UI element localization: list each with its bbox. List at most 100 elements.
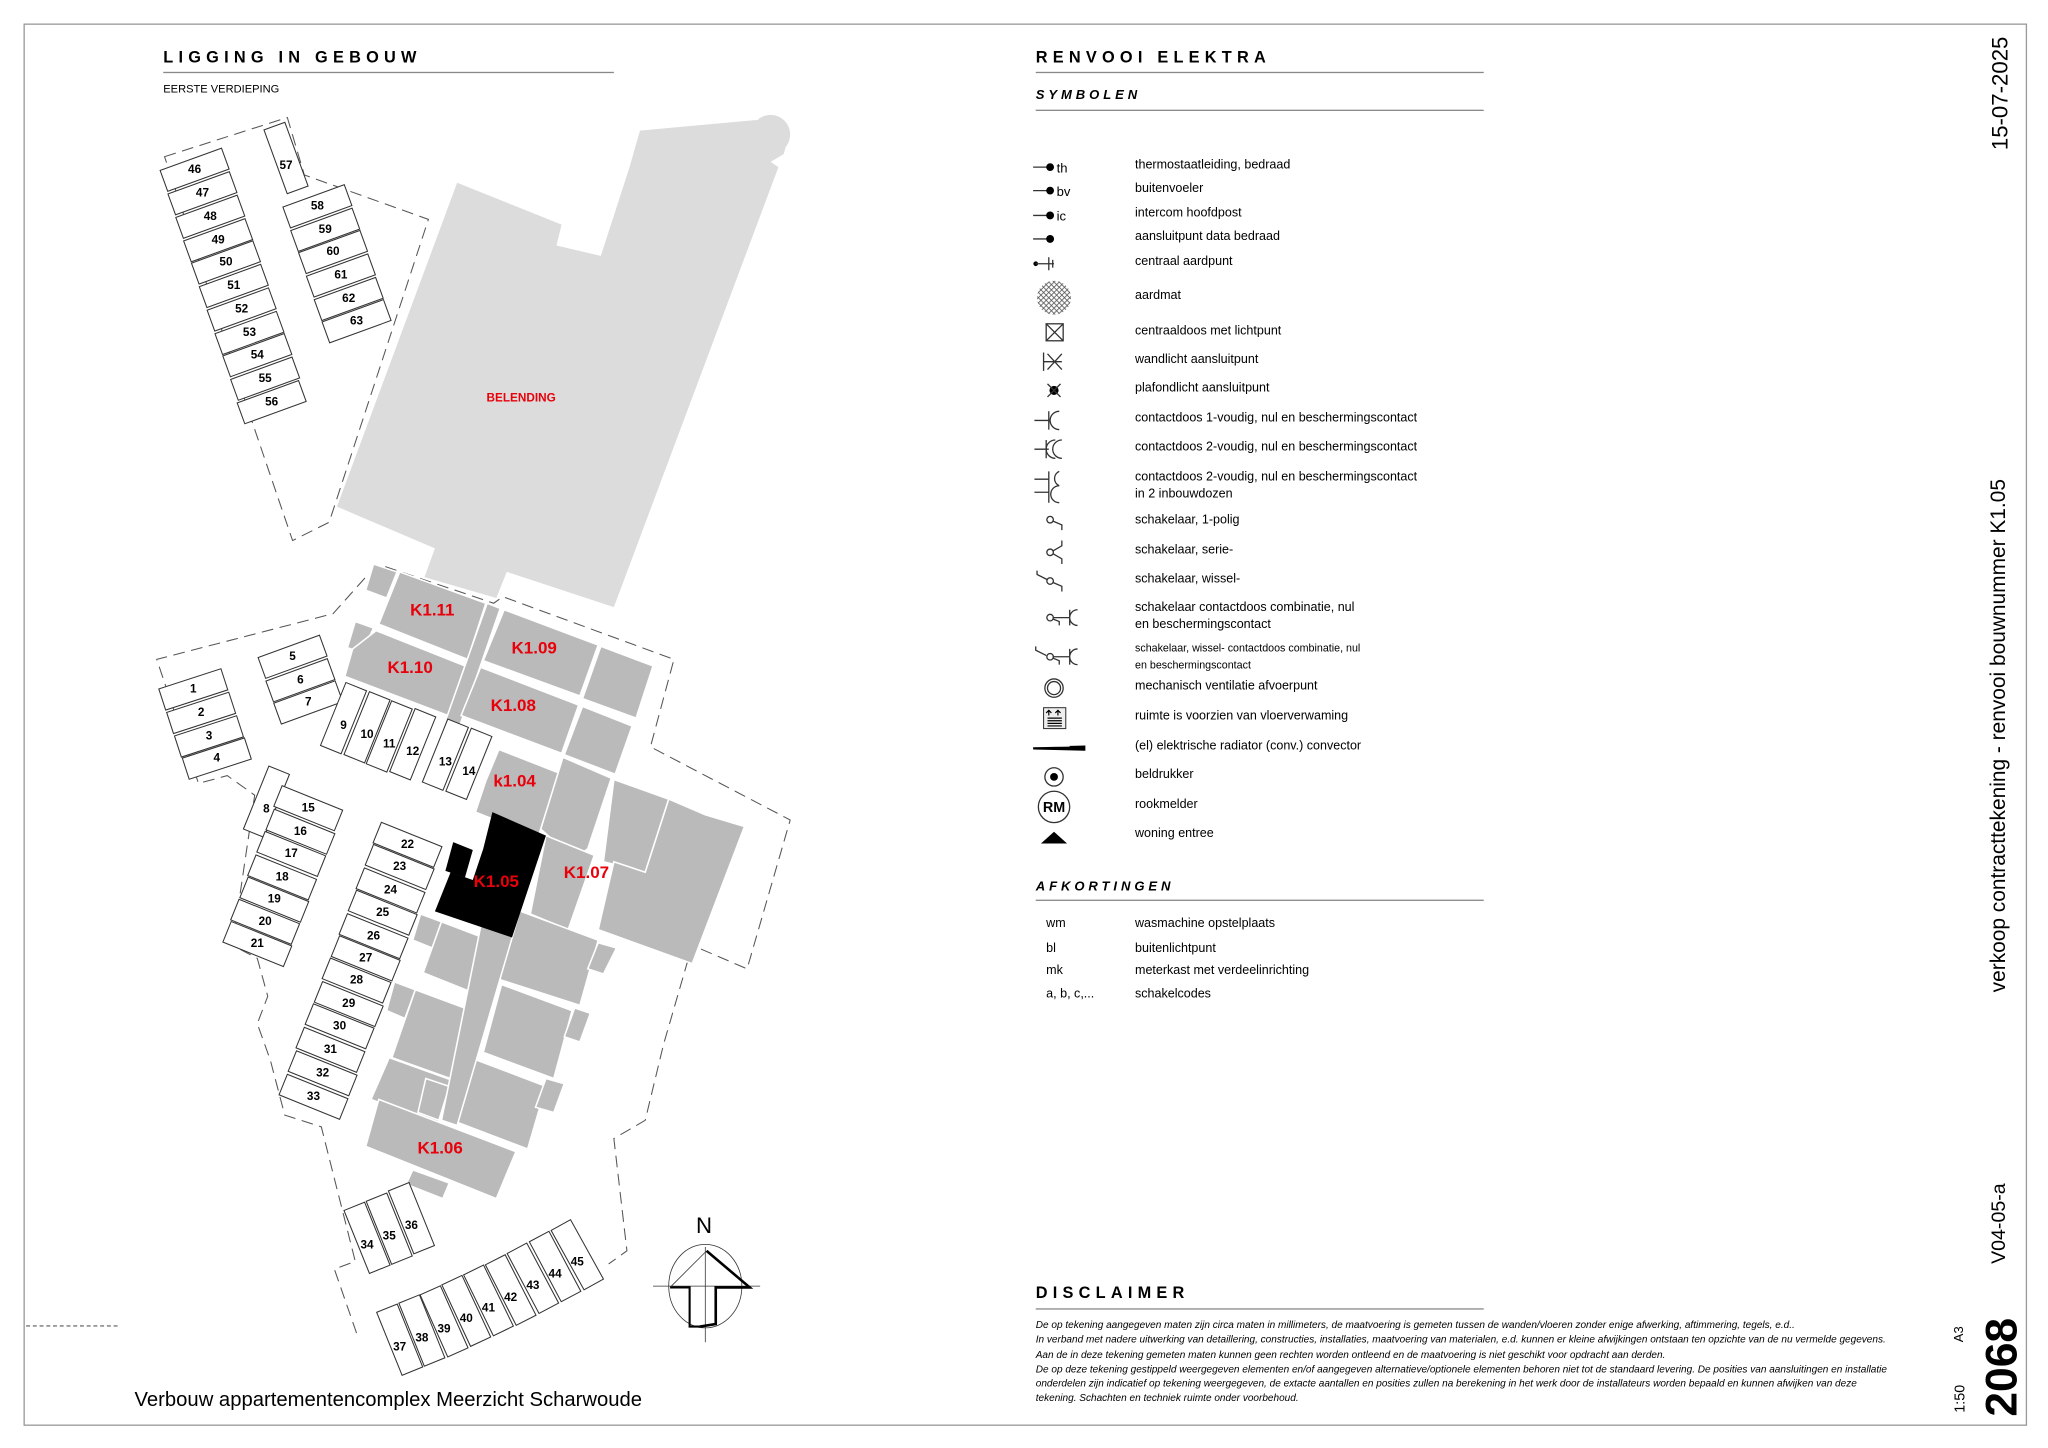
symbol-label: contactdoos 2-voudig, nul en bescherming… (1135, 440, 1417, 456)
abbreviation: a, b, c,... (1046, 987, 1095, 1002)
parking-spot (313, 276, 384, 322)
symbol-label: ruimte is voorzien van vloerverwaming (1135, 709, 1348, 725)
entrance-triangle-icon (1031, 817, 1088, 860)
parking-spot (398, 1294, 446, 1367)
parking-spot (263, 121, 309, 195)
highlighted-unit-k1-05[interactable] (434, 812, 546, 938)
parking-spot (441, 1274, 492, 1348)
parking-spot-number: 26 (367, 929, 381, 942)
parking-spot-number: 33 (307, 1090, 321, 1103)
parking-spot (158, 668, 229, 711)
symbol-label: buitenvoeler (1135, 181, 1203, 197)
parking-spot (290, 207, 361, 253)
parking-spot-number: 42 (504, 1291, 518, 1304)
parking-spot (175, 194, 246, 240)
parking-spot (173, 715, 245, 758)
building-unit-block (534, 1077, 566, 1114)
parking-spot-number: 13 (439, 756, 453, 769)
disclaimer-line: De op tekening aangegeven maten zijn cir… (1035, 1318, 1795, 1331)
parking-spot (330, 935, 401, 982)
parking-spot (247, 854, 318, 901)
symbol-label-text: schakelaar, 1-polig (1135, 513, 1240, 528)
svg-text:RM: RM (1043, 800, 1065, 816)
socket-single-icon (1031, 402, 1088, 445)
svg-text:ic: ic (1057, 209, 1067, 224)
parking-spot-number: 31 (324, 1043, 338, 1056)
parking-spot-number: 24 (384, 884, 398, 897)
parking-spot-number: 21 (251, 937, 265, 950)
floor-heating-icon (1031, 700, 1088, 743)
parking-spot-number: 15 (302, 801, 316, 814)
junction-box-light-icon (1031, 315, 1088, 358)
unit-label-k1-10: K1.10 (387, 658, 432, 677)
switch-series-icon (1031, 534, 1088, 577)
disclaimer-title: DISCLAIMER (1035, 1283, 1190, 1302)
symbol-label-text: schakelaar, wissel- contactdoos combinat… (1135, 642, 1361, 655)
symbol-label: schakelaar, wissel- (1135, 572, 1240, 588)
parking-spot-number: 19 (268, 893, 282, 906)
symbol-label: aardmat (1135, 289, 1181, 305)
symbol-label: contactdoos 1-voudig, nul en bescherming… (1135, 411, 1417, 427)
parking-spot (167, 170, 238, 216)
building-unit-block (364, 563, 399, 600)
symbol-label: mechanisch ventilatie afvoerpunt (1135, 679, 1318, 695)
symbol-label-text: thermostaatleiding, bedraad (1135, 157, 1291, 173)
svg-text:th: th (1057, 160, 1068, 175)
parking-spot-number: 28 (350, 974, 364, 987)
symbol-label-text: en beschermingscontact (1135, 616, 1271, 632)
parking-spot (506, 1242, 560, 1315)
smoke-detector-icon: RM (1031, 789, 1088, 832)
building-unit-block (364, 1098, 517, 1200)
parking-spot-number: 63 (350, 314, 364, 327)
abbreviation-meaning: buitenlichtpunt (1135, 941, 1216, 956)
wall-light-icon (1031, 343, 1088, 386)
parking-spot-number: 2 (198, 706, 205, 719)
divider (1035, 899, 1484, 901)
parking-spot (372, 821, 443, 868)
socket-double-icon (1031, 431, 1088, 474)
doorbell-button-icon (1031, 759, 1088, 802)
symbol-label-text: contactdoos 2-voudig, nul en bescherming… (1135, 440, 1418, 455)
unit-label-k1-11: K1.11 (410, 601, 454, 620)
parking-spot (214, 310, 285, 356)
symbol-label-text: (el) elektrische radiator (conv.) convec… (1135, 739, 1362, 754)
parking-spot (528, 1230, 582, 1303)
symbol-label-text: schakelaar contactdoos combinatie, nul (1135, 600, 1355, 615)
parking-spot-number: 32 (316, 1066, 330, 1079)
parking-spot-number: 61 (334, 269, 348, 282)
parking-spot (273, 785, 344, 832)
unit-label-k1-08: K1.08 (491, 696, 536, 715)
neighbour-label: BELENDING (487, 391, 556, 404)
electric-radiator-icon (1031, 730, 1088, 773)
symbols-heading: SYMBOLEN (1035, 88, 1142, 104)
earth-mat-icon (1031, 279, 1088, 322)
parking-spot (304, 1003, 375, 1050)
parking-spot (236, 379, 307, 425)
divider (1035, 71, 1484, 74)
dot-line-ic-icon: ic (1031, 197, 1088, 240)
parking-spot-number: 48 (204, 210, 218, 223)
parking-spot (484, 1254, 537, 1327)
parking-spot-number: 3 (206, 730, 213, 743)
parking-spot-number: 46 (188, 163, 202, 176)
parking-spot (343, 690, 391, 764)
dot-line-icon (1031, 221, 1088, 264)
abbreviations-heading: AFKORTINGEN (1035, 880, 1175, 895)
symbol-label-text: contactdoos 1-voudig, nul en bescherming… (1135, 411, 1418, 426)
symbol-label: centraal aardpunt (1135, 255, 1233, 271)
symbol-label-text: intercom hoofdpost (1135, 206, 1242, 221)
parking-spot-number: 58 (311, 199, 325, 212)
parking-spot (364, 843, 435, 891)
parking-spot-number: 1 (190, 683, 197, 696)
symbol-label: (el) elektrische radiator (conv.) convec… (1135, 739, 1361, 755)
location-title: LIGGING IN GEBOUW (163, 48, 422, 67)
parking-spot (375, 1303, 424, 1376)
switch-socket-combo-icon (1031, 599, 1088, 642)
parking-spot (550, 1218, 605, 1291)
parking-spot-number: 7 (305, 696, 312, 709)
parking-spot-number: 25 (376, 906, 390, 919)
parking-spot (278, 1073, 349, 1120)
symbol-label: schakelaar, wissel- contactdoos combinat… (1135, 640, 1360, 674)
symbol-label: intercom hoofdpost (1135, 206, 1242, 222)
building-unit-block (343, 629, 466, 717)
